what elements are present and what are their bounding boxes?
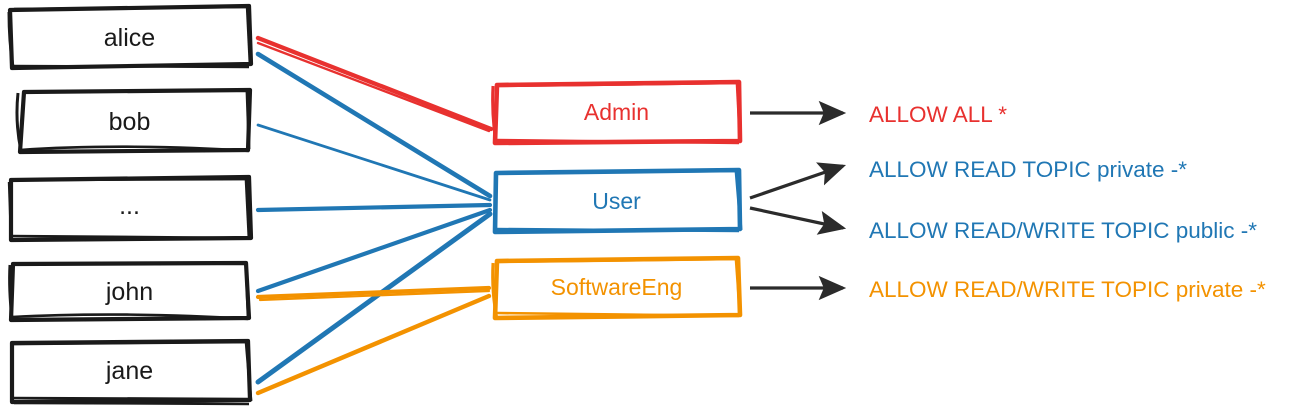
link-john-softwareeng [255, 285, 492, 302]
arrow-user-to-readwrite-public [749, 206, 847, 235]
rule-readwrite-private: ALLOW READ/WRITE TOPIC private -* [869, 277, 1266, 302]
role-box-softwareeng[interactable] [491, 255, 743, 321]
link-jane-softwareeng [255, 293, 492, 396]
user-box-alice[interactable] [7, 3, 254, 71]
link-ellipsis-user [255, 202, 493, 213]
user-box-bob[interactable] [15, 87, 253, 155]
user-box-john[interactable] [8, 260, 252, 323]
arrow-user-to-read-private [749, 162, 847, 200]
link-jane-user [255, 211, 493, 385]
user-box-ellipsis[interactable] [7, 174, 254, 243]
rule-read-private: ALLOW READ TOPIC private -* [869, 157, 1188, 182]
link-alice-user [255, 51, 493, 199]
role-box-admin[interactable] [491, 79, 743, 146]
rule-readwrite-public: ALLOW READ/WRITE TOPIC public -* [869, 218, 1258, 243]
link-john-user [255, 207, 493, 294]
link-alice-admin [255, 35, 494, 133]
user-box-jane[interactable] [9, 338, 253, 406]
role-box-user[interactable] [492, 167, 743, 235]
rule-allow-all: ALLOW ALL * [869, 102, 1007, 127]
link-bob-user [256, 123, 492, 202]
